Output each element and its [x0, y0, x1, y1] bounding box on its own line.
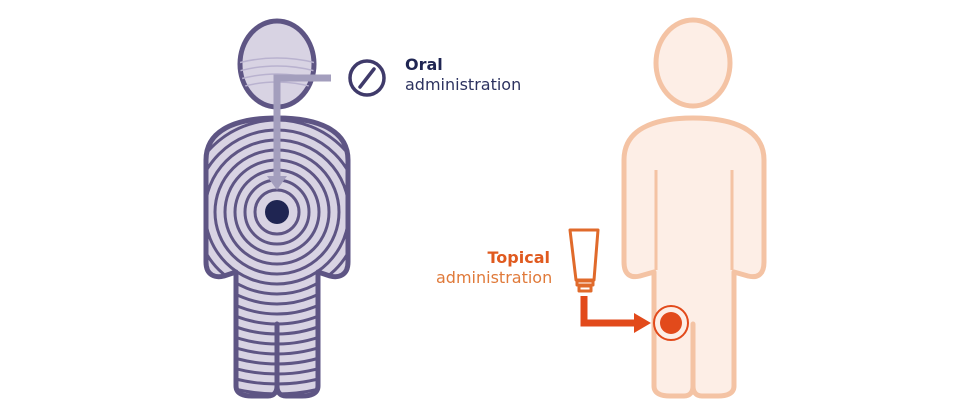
- topical-body: [621, 115, 767, 399]
- oral-body-outline: [203, 115, 351, 399]
- cream-tube-icon: [568, 228, 600, 293]
- oral-arrow: [273, 74, 331, 176]
- oral-figure: [203, 18, 351, 399]
- prohibited-icon: [348, 59, 386, 97]
- topical-target-dot: [660, 312, 682, 334]
- topical-figure: [621, 17, 767, 399]
- topical-head: [653, 17, 733, 109]
- topical-subtitle: administration: [436, 268, 553, 288]
- oral-target-dot: [265, 200, 289, 224]
- topical-label: Topical administration: [436, 248, 553, 288]
- oral-label: Oral administration: [405, 55, 522, 95]
- oral-title: Oral: [405, 55, 443, 74]
- topical-arrow: [580, 296, 636, 327]
- topical-title: Topical: [487, 248, 550, 267]
- topical-arrowhead: [634, 313, 651, 333]
- oral-subtitle: administration: [405, 75, 522, 95]
- oral-arrowhead: [267, 176, 287, 190]
